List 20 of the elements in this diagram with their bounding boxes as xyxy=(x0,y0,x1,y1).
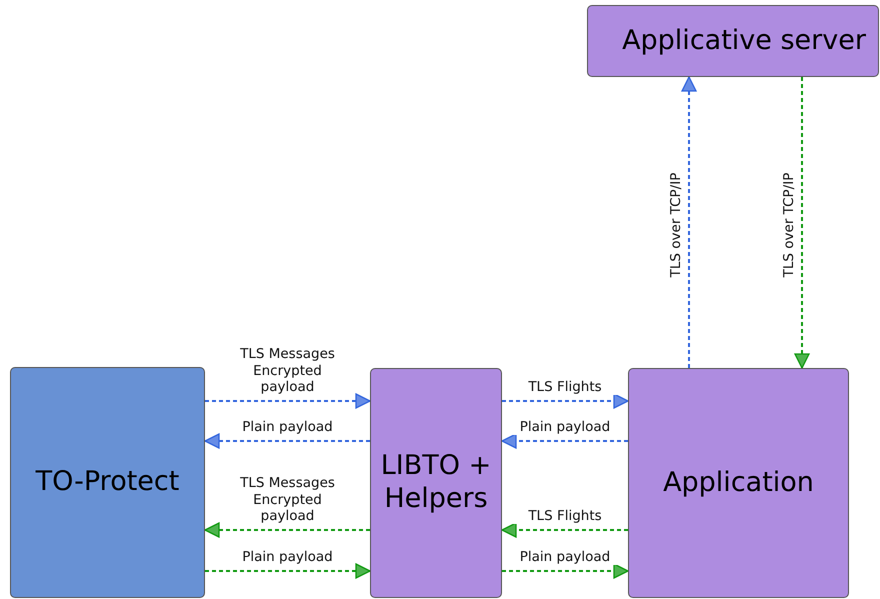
process-box xyxy=(10,367,205,598)
process-box xyxy=(628,368,849,598)
arrow xyxy=(502,563,629,579)
process-box xyxy=(587,5,879,77)
node-label: LIBTO + Helpers xyxy=(380,450,492,516)
arrow xyxy=(681,76,697,368)
arrow xyxy=(502,393,629,409)
arrow xyxy=(204,522,370,538)
arrow xyxy=(204,433,370,449)
edge-label: TLS over TCP/IP xyxy=(780,170,798,280)
arrow xyxy=(501,433,628,449)
node-label: TO-Protect xyxy=(34,466,180,499)
arrow xyxy=(205,563,371,579)
node-label: Application xyxy=(662,466,815,500)
process-box xyxy=(370,368,502,598)
arrow xyxy=(794,77,810,369)
arrow xyxy=(205,393,371,409)
node-label: Applicative server xyxy=(621,24,867,58)
arrow xyxy=(501,522,628,538)
edge-label: TLS over TCP/IP xyxy=(668,170,684,280)
